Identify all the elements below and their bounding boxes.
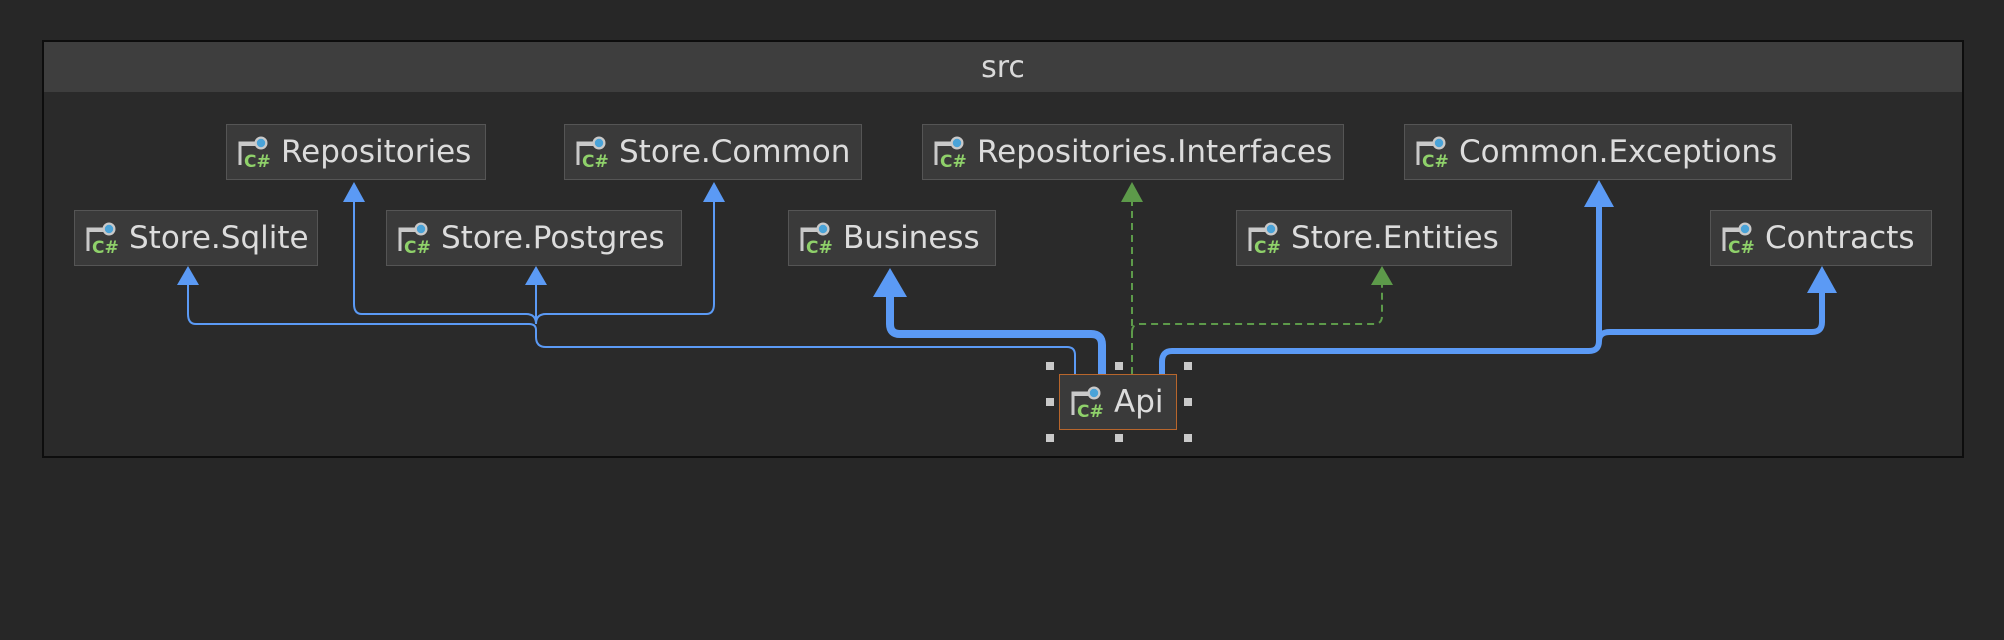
arrow-common-exceptions — [1584, 180, 1614, 207]
node-store-sqlite[interactable]: Store.Sqlite — [74, 210, 318, 266]
resize-handle-bottom-left[interactable] — [1046, 434, 1054, 442]
node-label: Store.Sqlite — [129, 220, 309, 256]
node-store-common[interactable]: Store.Common — [564, 124, 862, 180]
node-repositories-interfaces[interactable]: Repositories.Interfaces — [922, 124, 1344, 180]
src-container: src Repositories Store.Co — [42, 40, 1964, 458]
edge-api-store-entities[interactable] — [1131, 280, 1383, 333]
node-label: Api — [1114, 384, 1164, 420]
csharp-project-icon — [797, 220, 833, 256]
csharp-project-icon — [395, 220, 431, 256]
edge-api-store-sqlite[interactable] — [187, 280, 1076, 374]
csharp-project-icon — [1245, 220, 1281, 256]
node-api[interactable]: Api — [1059, 374, 1177, 430]
node-contracts[interactable]: Contracts — [1710, 210, 1932, 266]
container-title: src — [44, 42, 1962, 92]
resize-handle-top-right[interactable] — [1184, 362, 1192, 370]
node-label: Store.Entities — [1291, 220, 1499, 256]
edge-api-common-exceptions[interactable] — [1159, 202, 1602, 374]
resize-handle-left[interactable] — [1046, 398, 1054, 406]
csharp-project-icon — [573, 134, 609, 170]
arrow-repositories-interfaces — [1121, 182, 1143, 202]
node-repositories[interactable]: Repositories — [226, 124, 486, 180]
node-label: Store.Common — [619, 134, 851, 170]
node-label: Store.Postgres — [441, 220, 665, 256]
dependency-edges — [177, 180, 1837, 374]
edge-api-contracts[interactable] — [1596, 286, 1825, 342]
csharp-project-icon — [235, 134, 271, 170]
arrow-repositories — [343, 182, 365, 202]
node-label: Repositories — [281, 134, 472, 170]
node-label: Common.Exceptions — [1459, 134, 1778, 170]
arrow-business — [873, 268, 907, 297]
arrow-store-entities — [1371, 266, 1393, 285]
arrow-contracts — [1807, 266, 1837, 293]
resize-handle-right[interactable] — [1184, 398, 1192, 406]
csharp-project-icon — [931, 134, 967, 170]
csharp-project-icon — [1719, 220, 1755, 256]
node-store-postgres[interactable]: Store.Postgres — [386, 210, 682, 266]
csharp-project-icon — [1413, 134, 1449, 170]
node-label: Contracts — [1765, 220, 1915, 256]
arrow-store-sqlite — [177, 266, 199, 285]
node-label: Business — [843, 220, 980, 256]
node-common-exceptions[interactable]: Common.Exceptions — [1404, 124, 1792, 180]
node-label: Repositories.Interfaces — [977, 134, 1333, 170]
arrow-store-common — [703, 182, 725, 202]
edge-api-business[interactable] — [886, 287, 1106, 374]
csharp-project-icon — [1068, 384, 1104, 420]
resize-handle-top[interactable] — [1115, 362, 1123, 370]
node-business[interactable]: Business — [788, 210, 996, 266]
csharp-project-icon — [83, 220, 119, 256]
edge-api-store-common[interactable] — [535, 196, 715, 325]
resize-handle-top-left[interactable] — [1046, 362, 1054, 370]
edge-api-repositories[interactable] — [353, 196, 537, 325]
node-store-entities[interactable]: Store.Entities — [1236, 210, 1512, 266]
resize-handle-bottom[interactable] — [1115, 434, 1123, 442]
arrow-store-postgres — [525, 266, 547, 285]
resize-handle-bottom-right[interactable] — [1184, 434, 1192, 442]
